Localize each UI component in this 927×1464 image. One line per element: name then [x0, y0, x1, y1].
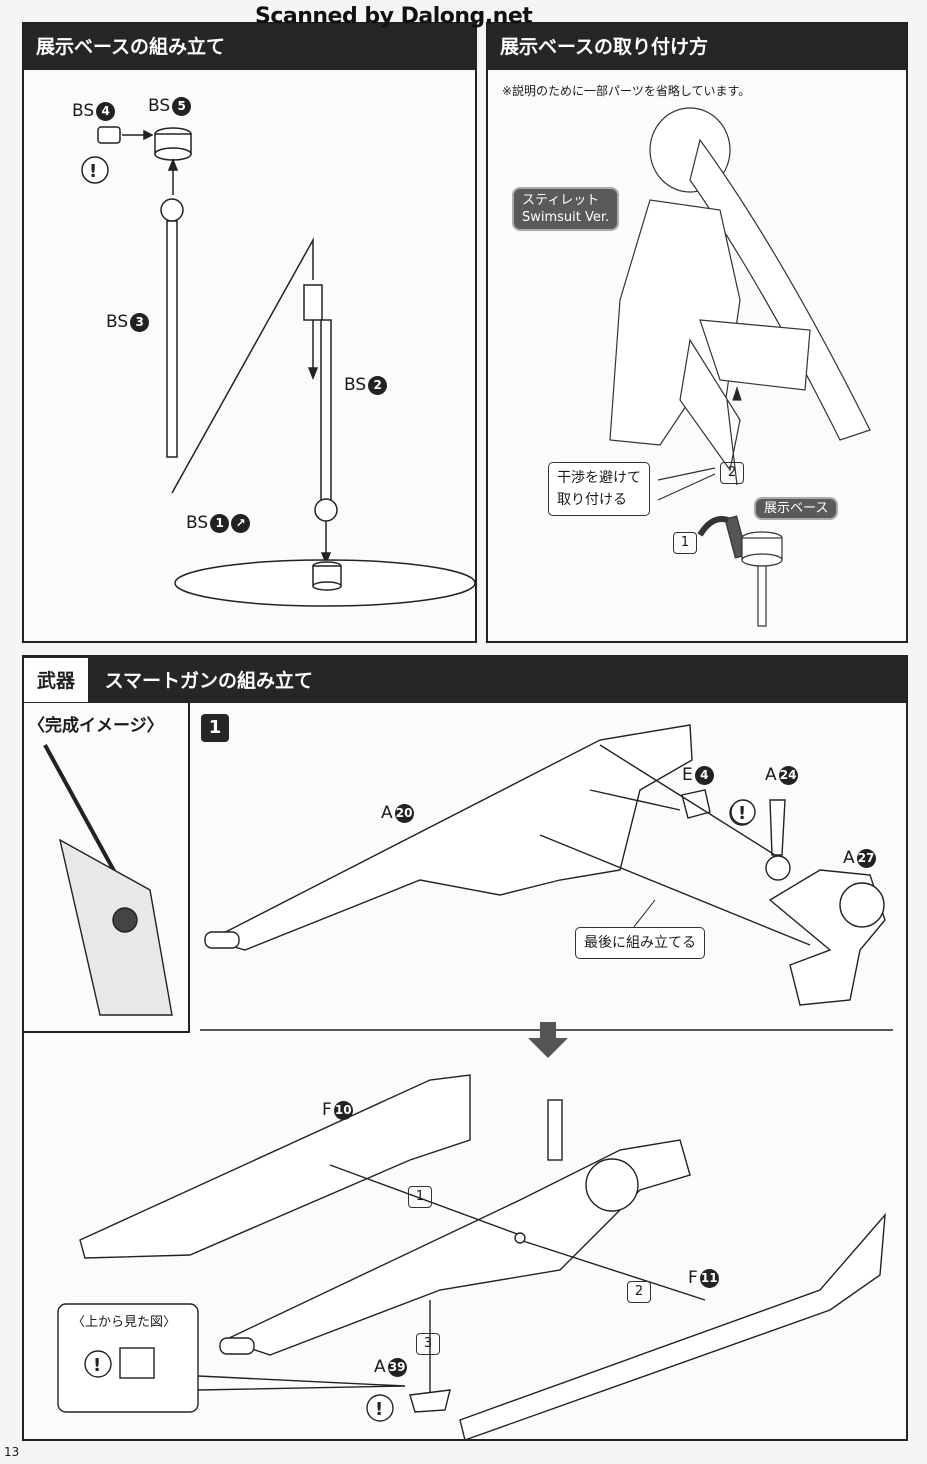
page-number: 13	[4, 1445, 20, 1459]
part-number: 4	[96, 101, 116, 121]
avoid-interference-callout: 干渉を避けて取り付ける	[548, 462, 650, 516]
callout-line1: 干渉を避けて	[557, 470, 641, 486]
part-label: A	[765, 765, 777, 785]
omission-note: ※説明のために一部パーツを省略しています。	[502, 84, 751, 98]
figure-name-line2: Swimsuit Ver.	[522, 210, 610, 225]
base-assembly-title: 展示ベースの組み立て	[24, 24, 475, 70]
svg-text:!: !	[375, 1399, 383, 1420]
svg-text:!: !	[93, 1355, 101, 1376]
part-number: 3	[130, 312, 150, 332]
part-label: A	[381, 803, 393, 823]
part-label: A	[374, 1357, 386, 1377]
step-1-marker: 1	[673, 532, 697, 554]
base-attach-title: 展示ベースの取り付け方	[488, 24, 906, 70]
assemble-last-callout: 最後に組み立てる	[575, 927, 705, 959]
part-label: F	[322, 1100, 332, 1120]
part-number: 27	[856, 848, 876, 868]
part-number: 39	[387, 1357, 407, 1377]
callout-line2: 取り付ける	[557, 492, 627, 508]
base-assembly-panel: 展示ベースの組み立て	[22, 22, 477, 643]
watermark: Scanned by Dalong.net	[255, 4, 533, 29]
part-label: BS	[148, 96, 171, 116]
part-label: BS	[72, 101, 95, 121]
part-number: 1	[210, 513, 230, 533]
part-number: 2	[368, 375, 388, 395]
order-marker-3: 3	[416, 1333, 440, 1355]
svg-text:!: !	[89, 161, 97, 182]
part-number: 10	[333, 1100, 353, 1120]
order-marker-1: 1	[408, 1186, 432, 1208]
step-2-marker: 2	[720, 462, 744, 484]
complete-image-label: 〈完成イメージ〉	[28, 716, 164, 736]
part-number: 20	[394, 803, 414, 823]
display-base-tag: 展示ベース	[754, 497, 839, 520]
svg-text:!: !	[738, 803, 746, 824]
part-label: E	[682, 765, 693, 785]
part-number: 4	[694, 765, 714, 785]
weapon-header: 武器 スマートガンの組み立て	[24, 657, 906, 703]
part-number: 5	[172, 96, 192, 116]
part-number: 11	[699, 1268, 719, 1288]
part-label: A	[843, 848, 855, 868]
part-label: BS	[186, 513, 209, 533]
part-label: F	[688, 1268, 698, 1288]
figure-name-line1: スティレット	[522, 193, 600, 208]
weapon-category: 武器	[24, 658, 88, 702]
weapon-title: スマートガンの組み立て	[104, 670, 314, 692]
part-number: 24	[778, 765, 798, 785]
part-label: BS	[106, 312, 129, 332]
order-marker-2: 2	[627, 1281, 651, 1303]
top-view-label: 〈上から見た図〉	[72, 1315, 177, 1330]
step-number: 1	[201, 714, 229, 742]
figure-name-tag: スティレット Swimsuit Ver.	[512, 187, 620, 231]
sticker-icon: ↗	[231, 513, 251, 533]
part-label: BS	[344, 375, 367, 395]
